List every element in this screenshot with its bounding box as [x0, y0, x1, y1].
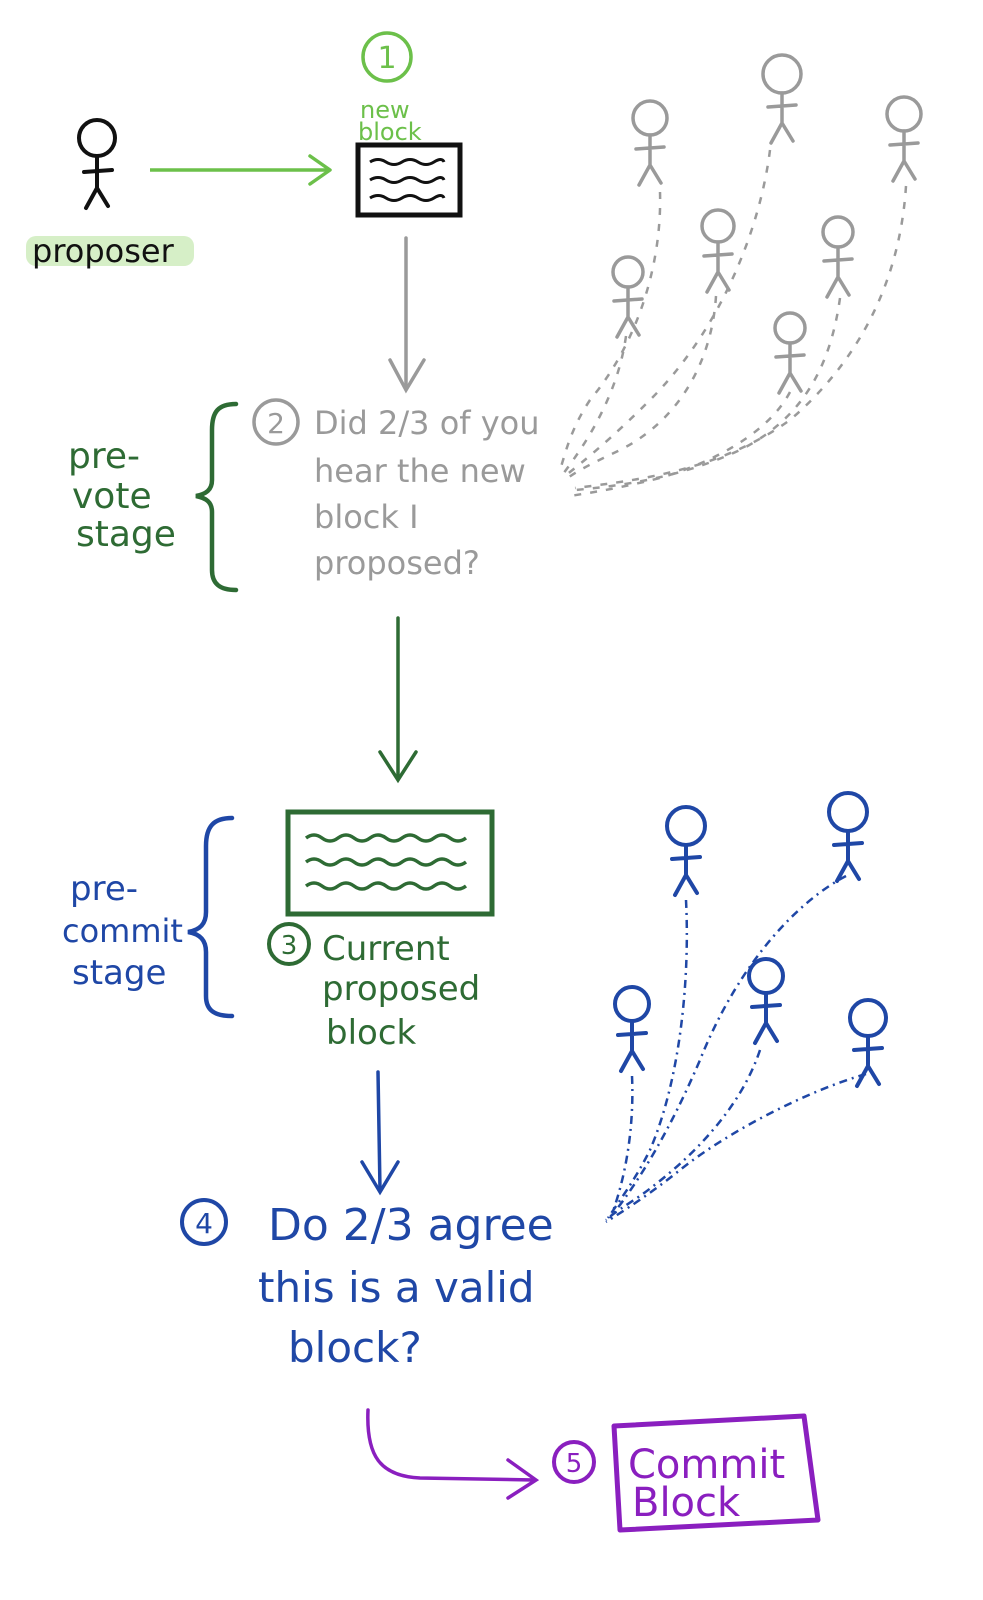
gray-dashed-connector	[558, 191, 662, 471]
blue-dashed-connector	[610, 1075, 634, 1215]
gray-dashed-connector	[564, 295, 718, 481]
step5-line-1: Commit	[628, 1442, 785, 1488]
arrow-block-to-step2	[388, 236, 426, 394]
arrow-step3-to-step4	[360, 1070, 400, 1196]
step5-number: 5	[566, 1449, 583, 1479]
blue-validator-figure	[747, 957, 785, 1045]
commit-block-box	[611, 1413, 821, 1533]
gray-dashed-connector	[564, 149, 772, 477]
step1-number: 1	[377, 41, 396, 76]
blue-dashed-connector	[605, 1049, 762, 1221]
arrow-step2-to-step3	[378, 616, 418, 784]
step4-line-3: block?	[288, 1323, 422, 1372]
precommit-line-1: pre-	[70, 869, 138, 909]
gray-validator-figure	[821, 215, 855, 299]
blue-dashed-connector	[606, 899, 689, 1219]
step3-number-badge: 3	[267, 922, 311, 966]
arrow-step4-to-commit	[366, 1408, 540, 1500]
gray-validator-figure	[773, 311, 807, 395]
blue-validator-figure	[848, 998, 888, 1088]
blue-validator-figure	[613, 985, 651, 1073]
step2-line-2: hear the new	[314, 452, 526, 490]
step3-number: 3	[281, 931, 298, 961]
precommit-line-2: commit	[62, 912, 183, 950]
gray-dashed-connector	[574, 185, 908, 490]
gray-dashed-connector	[558, 335, 628, 479]
blue-dashed-connector	[609, 874, 847, 1219]
prevote-line-2: vote	[72, 476, 152, 517]
gray-validator-figure	[700, 208, 736, 294]
step4-number-badge: 4	[180, 1198, 228, 1246]
step3-line-3: block	[326, 1013, 417, 1053]
prevote-line-1: pre-	[68, 436, 140, 477]
step2-number-badge: 2	[252, 398, 300, 446]
gray-validator-figure	[885, 95, 923, 183]
step2-line-1: Did 2/3 of you	[314, 404, 540, 442]
new-block-icon	[355, 142, 463, 218]
blue-validator-figure	[827, 791, 869, 883]
precommit-line-3: stage	[72, 953, 166, 993]
gray-validator-figure	[611, 255, 645, 339]
blue-dashed-connector	[605, 1072, 867, 1224]
prevote-line-3: stage	[76, 514, 176, 555]
step3-line-2: proposed	[322, 969, 480, 1009]
gray-validator-figure	[631, 99, 669, 187]
step4-line-1: Do 2/3 agree	[268, 1200, 554, 1251]
blue-validator-figure	[665, 805, 707, 897]
gray-validator-figure	[761, 53, 803, 145]
step2-line-3: block I	[314, 498, 419, 536]
gray-dashed-connector	[574, 297, 842, 492]
step3-line-1: Current	[322, 929, 450, 969]
step5-number-badge: 5	[552, 1440, 596, 1484]
proposer-label: proposer	[32, 232, 175, 270]
step2-line-4: proposed?	[314, 544, 480, 582]
precommit-brace	[187, 815, 235, 1019]
step1-number-badge: 1	[361, 31, 413, 83]
step4-number: 4	[195, 1207, 213, 1240]
step1-label-block: block	[358, 118, 422, 146]
proposed-block-icon	[285, 809, 495, 917]
gray-dashed-connector	[569, 391, 792, 498]
prevote-brace	[195, 401, 239, 593]
step5-line-2: Block	[632, 1480, 741, 1526]
step4-line-2: this is a valid	[258, 1263, 535, 1312]
step2-number: 2	[267, 407, 285, 440]
step1-label-new: new	[360, 96, 410, 124]
proposer-figure	[77, 118, 117, 210]
proposer-highlight	[26, 236, 194, 266]
